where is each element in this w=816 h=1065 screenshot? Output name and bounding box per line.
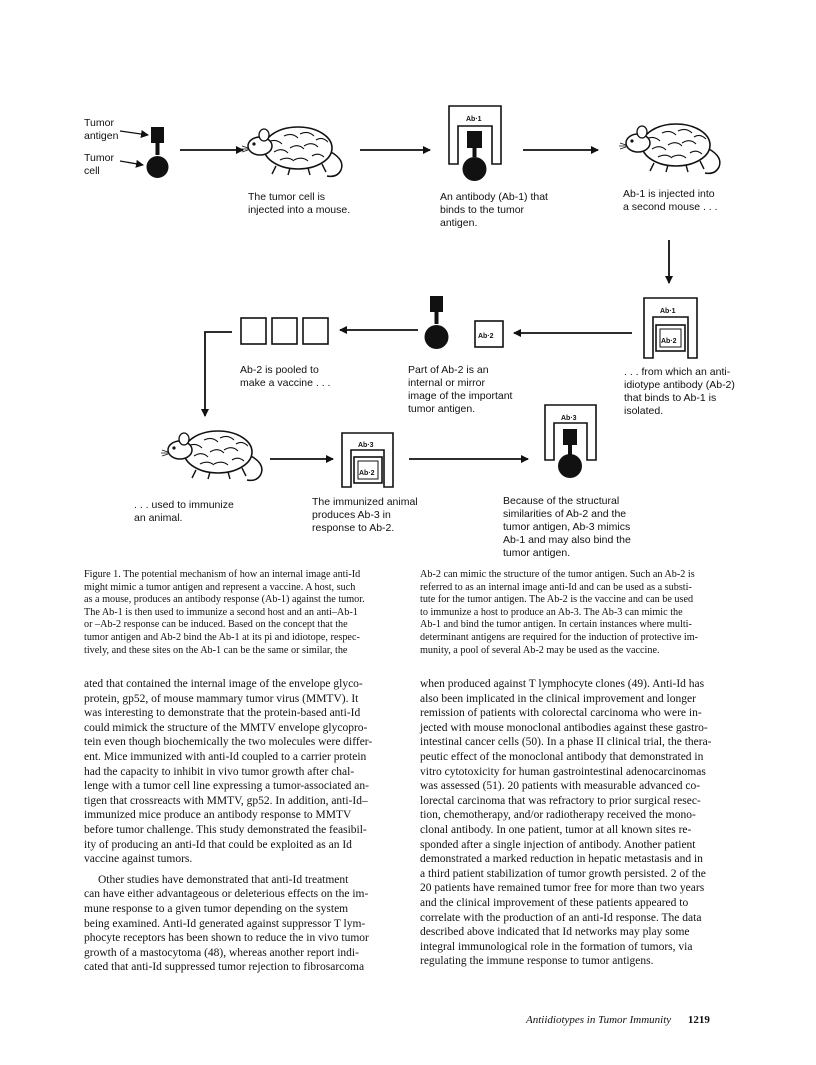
vaccine-pool-icon (240, 317, 329, 345)
ab2-box-icon (474, 320, 504, 348)
internal-image-antigen-icon (424, 296, 449, 349)
body-column-right: when produced against T lymphocyte clone… (420, 678, 712, 968)
figure-caption-left: Figure 1. The potential mechanism of how… (84, 569, 365, 656)
ab3-ab2-complex-icon (341, 432, 394, 488)
mouse-icon-1 (240, 126, 343, 178)
ab3-tag: Ab·3 (561, 415, 577, 422)
tumor-cell-pointer (119, 159, 144, 168)
flow-arrow-7 (201, 331, 232, 417)
page-footer: Antiidiotypes in Tumor Immunity 1219 (526, 1014, 710, 1026)
ab1-antibody-icon (448, 105, 502, 181)
ab3-tag-complex: Ab·3 (358, 442, 374, 449)
body-column-left: ated that contained the internal image o… (84, 678, 373, 974)
ab3-antibody-icon (544, 404, 597, 478)
running-head: Antiidiotypes in Tumor Immunity (526, 1014, 672, 1026)
ab1-tag-complex: Ab·1 (660, 308, 676, 315)
ab2-tag: Ab·2 (478, 333, 494, 340)
tumor-cell-icon (146, 127, 169, 178)
tumor-antigen-pointer (119, 130, 149, 138)
ab2-tag-complex: Ab·2 (661, 338, 677, 345)
page-number: 1219 (687, 1014, 710, 1026)
figure-caption-right: Ab-2 can mimic the structure of the tumo… (420, 569, 699, 656)
ab2-tag-ab3-complex: Ab·2 (359, 470, 375, 477)
mouse-icon-2 (618, 123, 721, 175)
label-step-4: . . . from which an anti-idiotype antibo… (624, 366, 735, 417)
ab1-ab2-complex-icon (643, 297, 698, 359)
mouse-icon-3 (160, 430, 263, 482)
figure-diagram (119, 105, 721, 488)
ab1-tag: Ab·1 (466, 116, 482, 123)
